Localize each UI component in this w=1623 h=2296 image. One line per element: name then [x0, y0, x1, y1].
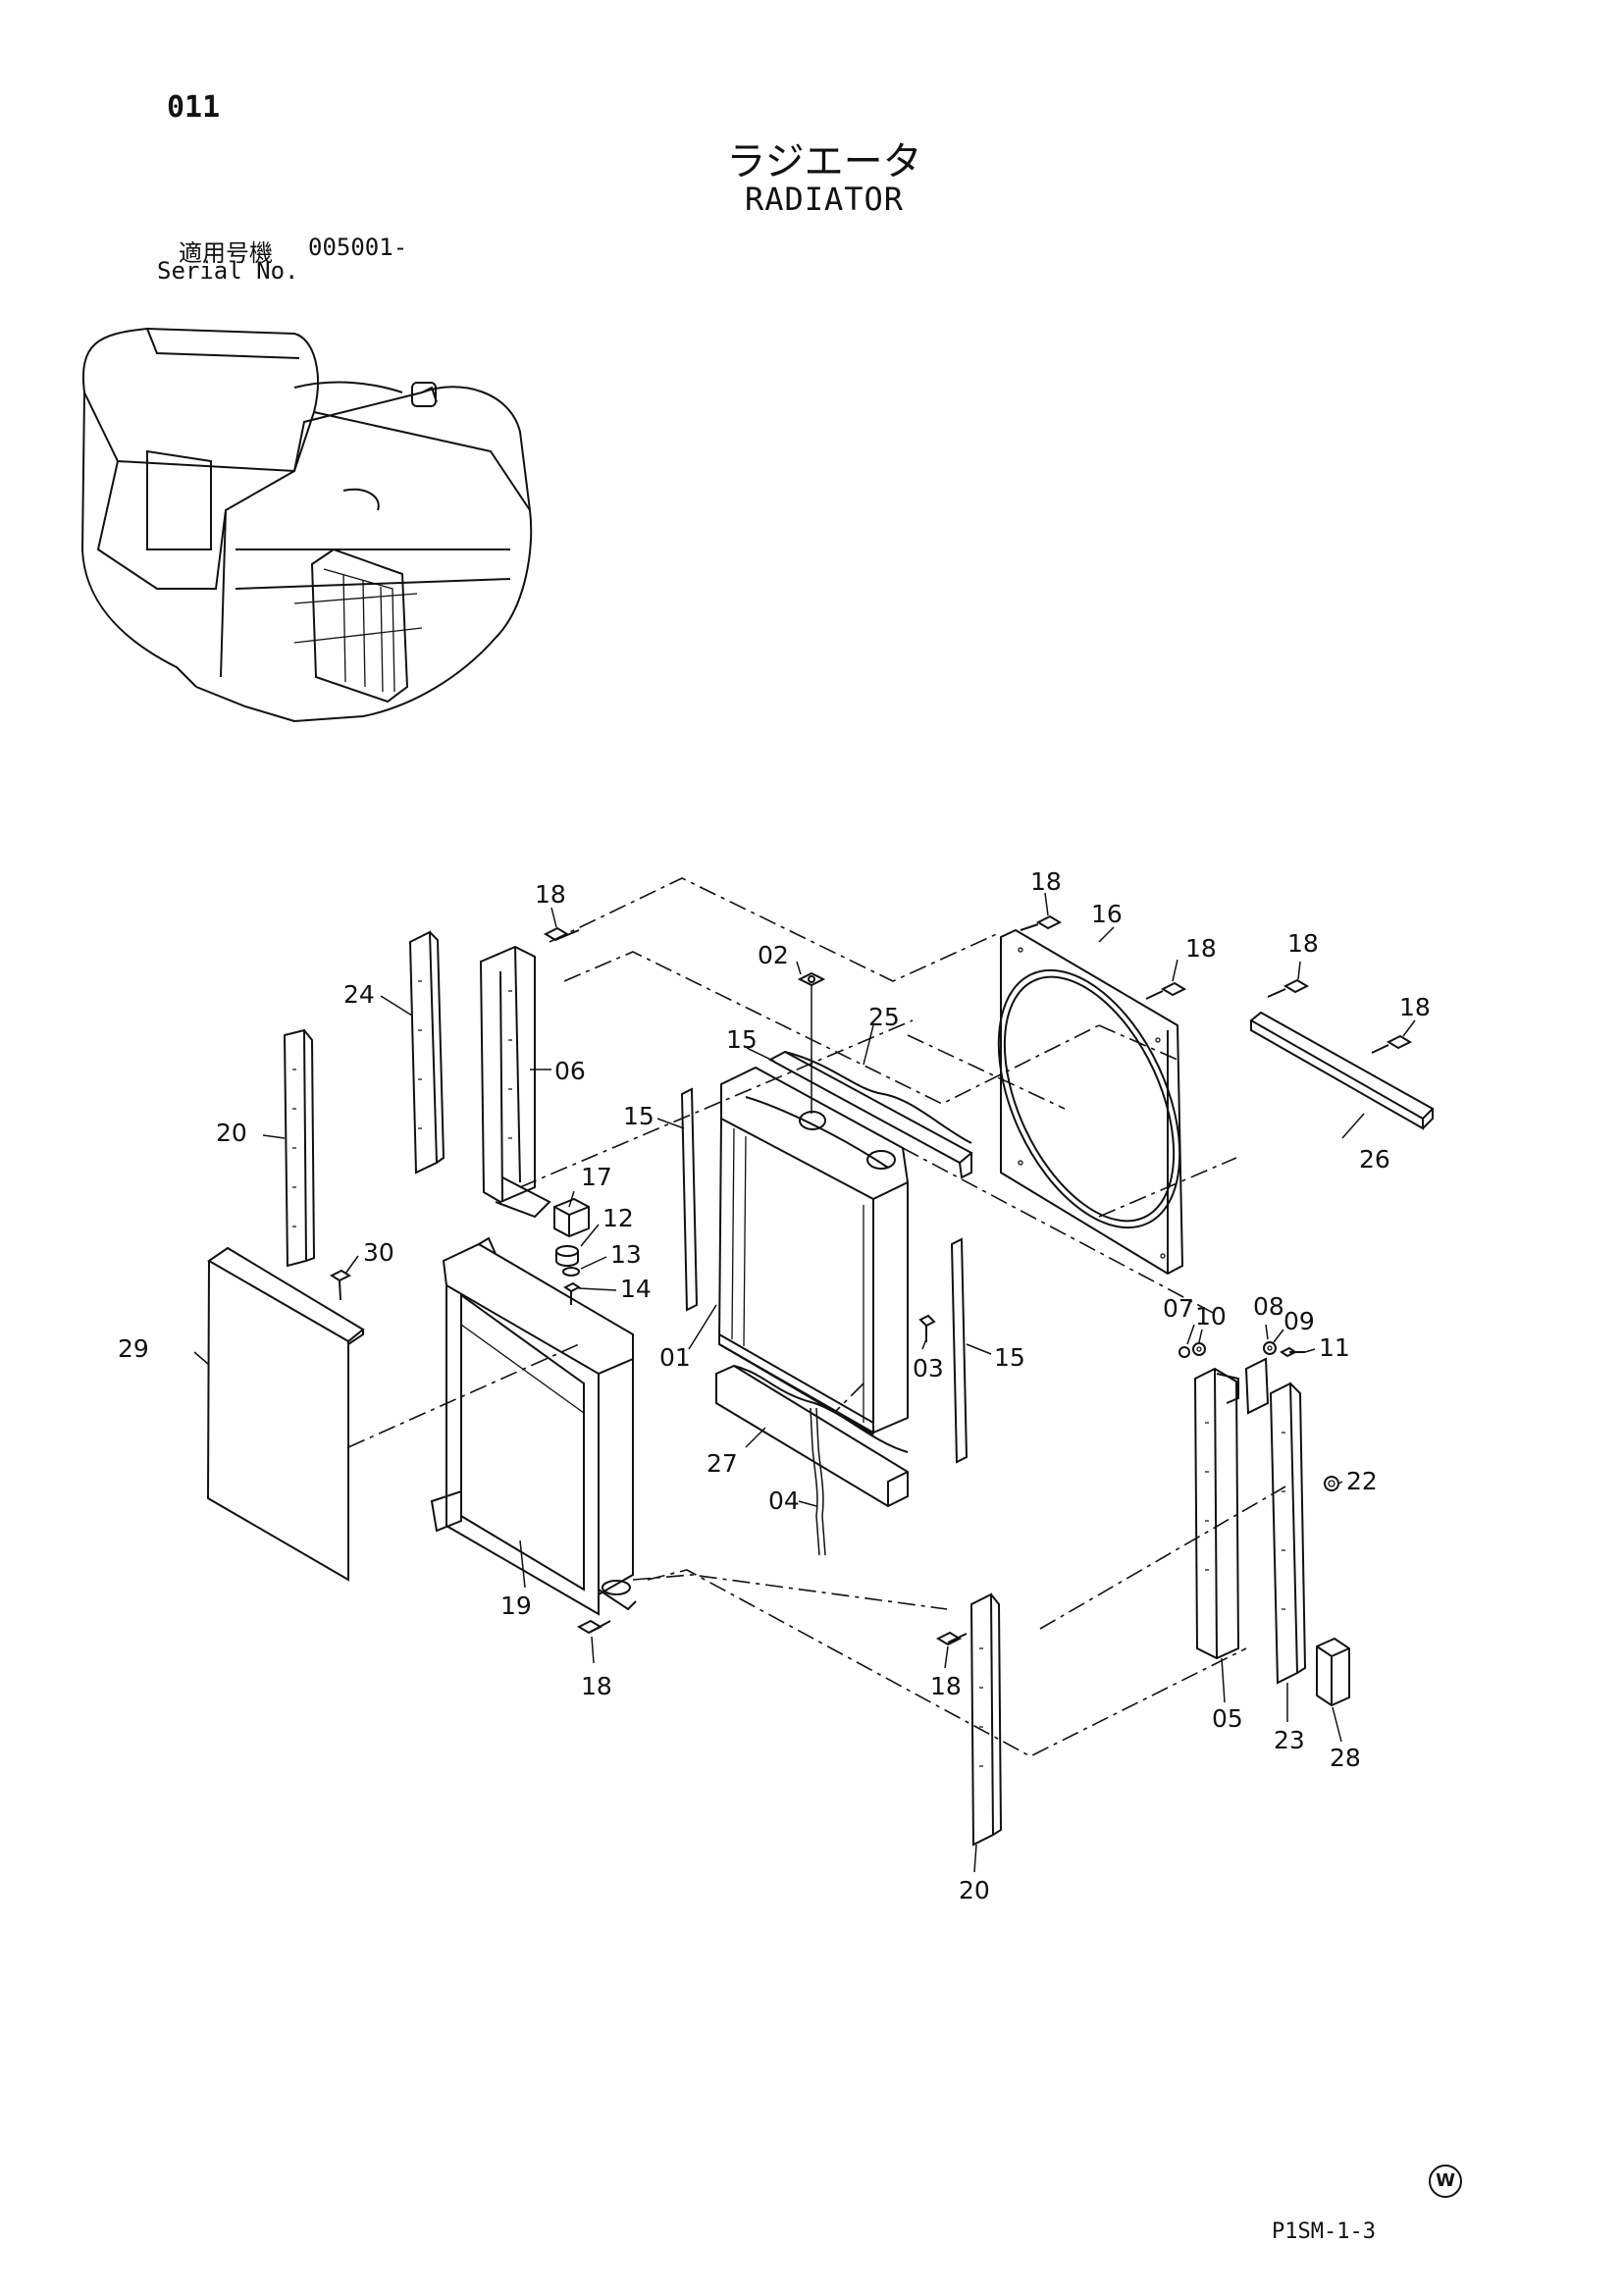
- callout-24: 24: [343, 980, 375, 1009]
- part-26-bracket: [1249, 1011, 1435, 1130]
- part-18-bolt-4: [1267, 978, 1310, 998]
- callout-09: 09: [1283, 1307, 1315, 1335]
- callout-25: 25: [868, 1003, 900, 1031]
- part-18-bolt-2: [1020, 914, 1063, 931]
- callout-05: 05: [1212, 1704, 1243, 1733]
- callout-08: 08: [1253, 1292, 1284, 1321]
- serial-label-english: Serial No.: [157, 257, 299, 285]
- part-25-upper-support: [767, 1050, 973, 1179]
- serial-number-value: 005001-: [308, 234, 408, 261]
- callout-04: 04: [768, 1487, 800, 1515]
- part-13-washer: [562, 1267, 580, 1277]
- part-06-side-plate: [479, 945, 551, 1219]
- part-20-bracket-lower: [969, 1592, 1003, 1847]
- callout-07: 07: [1163, 1294, 1194, 1323]
- assembly-reference-lines: [347, 877, 1286, 1757]
- callout-10: 10: [1195, 1302, 1227, 1331]
- serial-label-japanese: 適用号機: [179, 239, 273, 267]
- part-27-lower-support: [715, 1364, 909, 1508]
- part-12-cushion: [555, 1245, 579, 1267]
- callout-labels: 18 18 16 18 18 18 02 24 25 15 06 15 20 2…: [118, 867, 1431, 1905]
- part-08-plate: [1244, 1357, 1270, 1415]
- page-number: 011: [167, 90, 221, 125]
- callout-18-b: 18: [1030, 867, 1062, 896]
- callout-11: 11: [1319, 1333, 1350, 1362]
- callout-03: 03: [913, 1354, 944, 1383]
- drawing-code: P1SM-1-3: [1272, 2219, 1376, 2244]
- part-23-bracket: [1269, 1382, 1307, 1685]
- part-19-oil-cooler: [430, 1236, 637, 1616]
- callout-20-a: 20: [216, 1119, 247, 1147]
- title-english: RADIATOR: [744, 181, 905, 218]
- part-29-cover-panel: [206, 1246, 365, 1582]
- callout-19: 19: [500, 1592, 532, 1620]
- copyright-mark: W: [1429, 2165, 1462, 2198]
- part-03-drain-cock: [918, 1314, 936, 1342]
- callout-22: 22: [1346, 1467, 1378, 1495]
- callout-16: 16: [1091, 900, 1123, 928]
- callout-17: 17: [581, 1163, 612, 1191]
- callout-18-a: 18: [535, 880, 566, 909]
- callout-15-b: 15: [623, 1102, 654, 1130]
- callout-01: 01: [659, 1343, 691, 1372]
- part-15-seal-right: [950, 1237, 969, 1464]
- callout-28: 28: [1330, 1744, 1361, 1772]
- part-30-bolt: [329, 1269, 352, 1301]
- callout-18-f: 18: [581, 1672, 612, 1700]
- part-07-nut: [1178, 1346, 1190, 1358]
- part-04-drain-hose: [810, 1407, 826, 1556]
- part-20-bracket-upper: [283, 1028, 316, 1268]
- callout-14: 14: [620, 1275, 652, 1303]
- callout-18-c: 18: [1185, 934, 1217, 963]
- callout-12: 12: [602, 1204, 634, 1232]
- part-18-bolt-7: [935, 1631, 968, 1646]
- part-11-bolt: [1280, 1346, 1305, 1358]
- part-18-bolt-1: [543, 926, 580, 942]
- part-02-radiator-cap: [797, 971, 826, 1114]
- part-18-bolt-6: [576, 1619, 611, 1635]
- part-28-block: [1316, 1637, 1350, 1707]
- part-05-side-plate: [1193, 1367, 1240, 1660]
- callout-13: 13: [610, 1240, 642, 1269]
- callout-15-a: 15: [726, 1025, 758, 1054]
- callout-18-e: 18: [1399, 993, 1431, 1021]
- callout-18-d: 18: [1287, 929, 1319, 958]
- part-24-bracket: [408, 930, 445, 1174]
- callout-06: 06: [554, 1057, 586, 1085]
- part-16-fan-shroud: [997, 928, 1184, 1276]
- part-18-bolt-3: [1145, 981, 1187, 1000]
- part-18-bolt-5: [1371, 1034, 1413, 1054]
- callout-26: 26: [1359, 1145, 1390, 1174]
- callout-20-b: 20: [959, 1876, 990, 1905]
- callout-29: 29: [118, 1334, 149, 1363]
- part-22-nut: [1324, 1476, 1339, 1491]
- title-japanese: ラジエータ: [726, 139, 922, 184]
- machine-overview-illustration: [80, 327, 533, 723]
- callout-leader-lines: [193, 892, 1416, 1873]
- callout-02: 02: [758, 941, 789, 969]
- callout-30: 30: [363, 1238, 394, 1267]
- part-17-rubber-block: [553, 1197, 590, 1238]
- callout-27: 27: [707, 1449, 738, 1478]
- callout-23: 23: [1274, 1726, 1305, 1754]
- callout-15-c: 15: [994, 1343, 1025, 1372]
- part-15-seal-left: [680, 1087, 699, 1312]
- part-09-washer: [1263, 1341, 1277, 1355]
- part-10-washer: [1192, 1342, 1206, 1356]
- part-01-radiator-core: [717, 1066, 910, 1435]
- callout-18-g: 18: [930, 1672, 962, 1700]
